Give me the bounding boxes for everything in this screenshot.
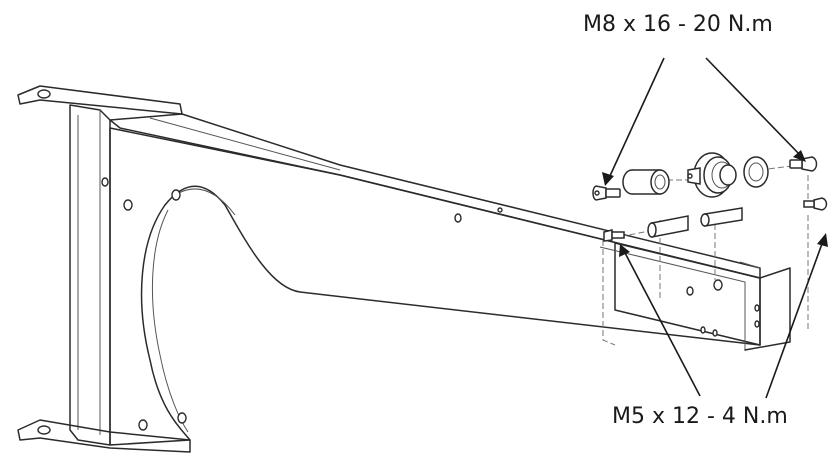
bracket-frame bbox=[17, 85, 791, 453]
arrow-m5-right bbox=[765, 240, 824, 399]
bushing-right bbox=[743, 156, 769, 188]
leader-arrows bbox=[602, 57, 828, 399]
top-flange-hole bbox=[37, 89, 51, 99]
spacer-pin-left bbox=[647, 215, 689, 238]
arm-top-surface bbox=[109, 113, 761, 279]
bottom-flange-hole bbox=[37, 425, 51, 435]
vertical-post bbox=[69, 104, 111, 446]
bolt-m8-left bbox=[592, 185, 621, 201]
arm-body bbox=[109, 127, 761, 446]
screw-m5-right bbox=[803, 197, 828, 211]
bolt-m8-right bbox=[789, 156, 818, 172]
channel-end bbox=[614, 242, 761, 346]
torque-callout-m8: M8 x 16 - 20 N.m bbox=[583, 12, 773, 37]
exploded-hardware bbox=[592, 152, 828, 346]
screw-m5-left bbox=[603, 229, 625, 242]
roller-pulley bbox=[687, 152, 737, 198]
arrow-m8-left bbox=[608, 57, 665, 179]
bushing-left bbox=[622, 169, 670, 195]
bottom-mount-flange bbox=[17, 419, 191, 453]
spacer-pin-right bbox=[700, 207, 743, 227]
torque-callout-m5: M5 x 12 - 4 N.m bbox=[612, 404, 788, 429]
arrow-m8-right bbox=[705, 57, 802, 157]
arrow-m5-left bbox=[623, 250, 701, 397]
